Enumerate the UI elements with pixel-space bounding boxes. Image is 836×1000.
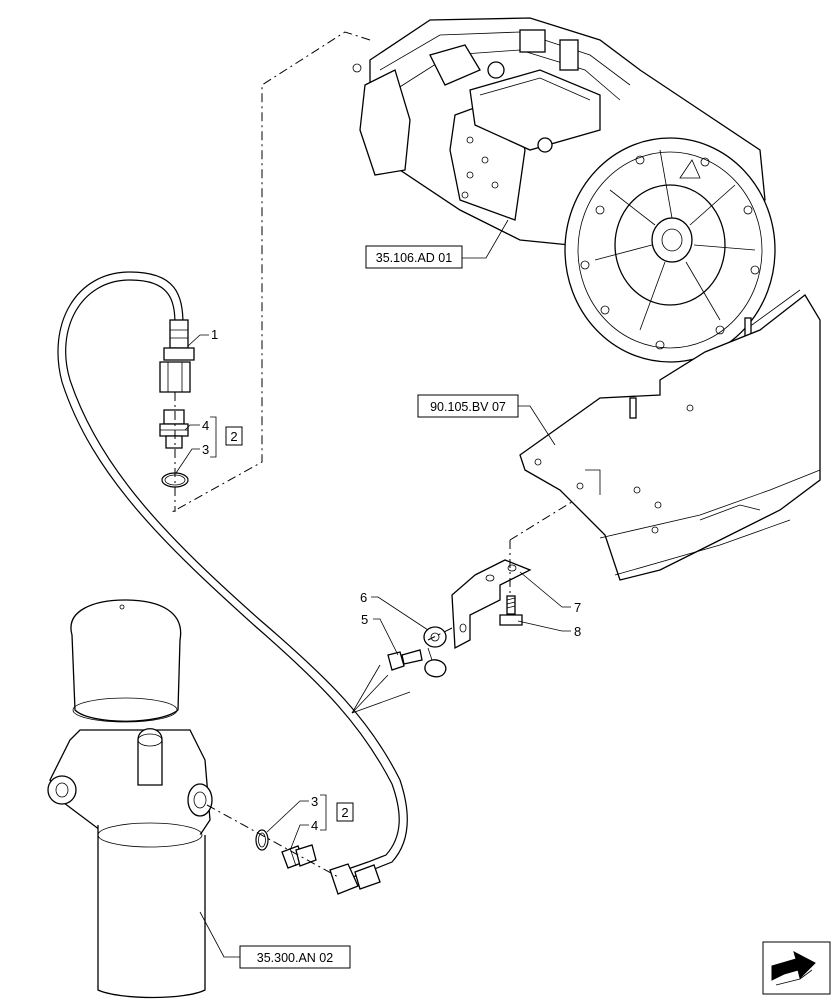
reference-frame-label: 90.105.BV 07: [430, 400, 506, 414]
callout-6: 6: [360, 590, 367, 605]
hydraulic-hose: [57, 271, 408, 895]
adapter-fitting-lower: [281, 844, 317, 869]
frame-plate: [519, 294, 821, 581]
hydraulic-pump: [352, 17, 801, 363]
bolt-part-5: [387, 649, 423, 671]
callout-8: 8: [574, 624, 581, 639]
callout-3-lower: 3: [311, 794, 318, 809]
callout-1: 1: [211, 327, 218, 342]
assembly-centerlines: [171, 31, 576, 879]
adapter-fitting-upper: [159, 409, 189, 449]
reference-filter[interactable]: 35.300.AN 02: [239, 945, 351, 969]
bolt-part-8: [499, 595, 523, 626]
hydraulic-filter: [47, 599, 213, 999]
callout-4-lower: 4: [311, 818, 318, 833]
callout-3-upper: 3: [202, 442, 209, 457]
next-page-arrow-icon[interactable]: [762, 941, 831, 995]
reference-pump-label: 35.106.AD 01: [376, 251, 452, 265]
o-ring-lower: [255, 829, 269, 851]
callout-5: 5: [361, 612, 368, 627]
callout-7: 7: [574, 600, 581, 615]
kit-box-upper[interactable]: 2: [225, 426, 243, 446]
mounting-bracket: [451, 559, 532, 650]
callout-labels: 1 4 3 3 4 5 6 7 8: [202, 327, 581, 833]
kit-box-lower-label: 2: [341, 805, 348, 820]
leader-lines: [175, 219, 571, 958]
reference-pump[interactable]: 35.106.AD 01: [365, 245, 463, 269]
kit-box-upper-label: 2: [230, 429, 237, 444]
reference-frame[interactable]: 90.105.BV 07: [417, 394, 519, 418]
callout-4-upper: 4: [202, 418, 209, 433]
kit-box-lower[interactable]: 2: [336, 802, 354, 822]
hose-clamp: [423, 626, 447, 678]
reference-filter-label: 35.300.AN 02: [257, 951, 333, 965]
